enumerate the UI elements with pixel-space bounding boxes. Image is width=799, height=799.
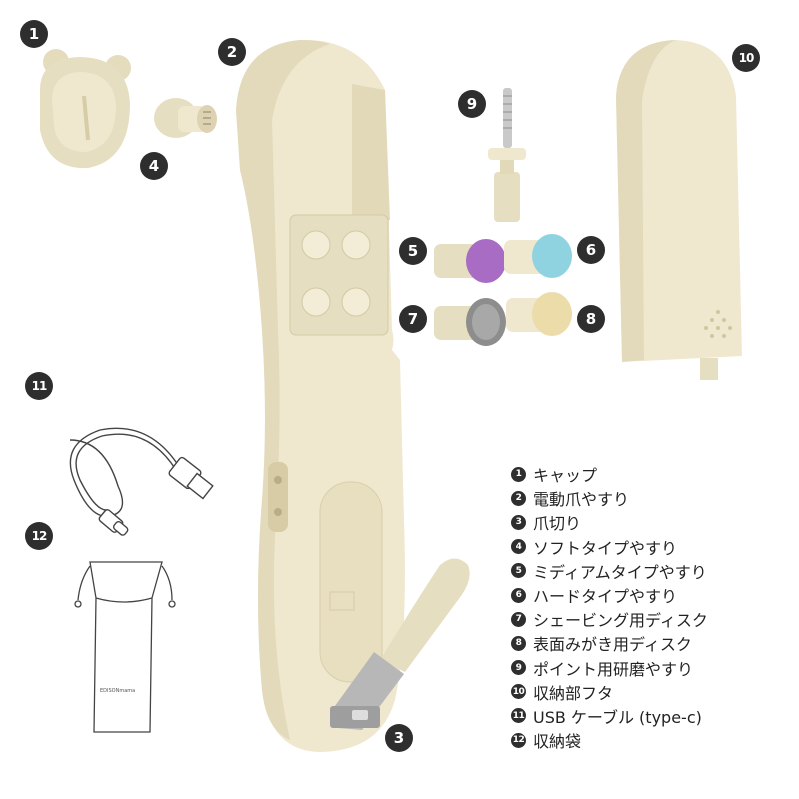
legend-label: シェービング用ディスク (533, 611, 708, 631)
legend-number: 6 (511, 587, 526, 603)
legend-label: ソフトタイプやすり (533, 538, 678, 558)
storage-lid (616, 40, 742, 380)
callout-12: 12 (25, 522, 53, 550)
callout-6: 6 (577, 236, 605, 264)
legend-item: 8 表面みがき用ディスク (511, 631, 708, 655)
legend-number: 10 (511, 684, 526, 700)
nail-clipper (330, 558, 470, 730)
usb-cable (69, 427, 214, 536)
callout-3: 3 (385, 724, 413, 752)
legend-label: 電動爪やすり (533, 490, 630, 510)
legend-label: ポイント用研磨やすり (533, 659, 694, 679)
legend-number: 3 (511, 514, 526, 530)
callout-4: 4 (140, 152, 168, 180)
callout-11: 11 (25, 372, 53, 400)
polish-disc (506, 292, 572, 336)
legend-item: 2 電動爪やすり (511, 486, 708, 510)
legend-number: 11 (511, 708, 526, 724)
legend-item: 5 ミディアムタイプやすり (511, 559, 708, 583)
legend-number: 12 (511, 732, 526, 748)
legend-label: 収納袋 (533, 732, 582, 752)
legend-label: 爪切り (533, 514, 582, 534)
legend-number: 9 (511, 660, 526, 676)
legend-label: 表面みがき用ディスク (533, 635, 692, 655)
legend-item: 6 ハードタイプやすり (511, 583, 708, 607)
callout-9: 9 (458, 90, 486, 118)
legend-item: 1 キャップ (511, 462, 708, 486)
callout-7: 7 (399, 305, 427, 333)
legend-label: USB ケーブル (type-c) (533, 707, 702, 727)
bear-cap (40, 49, 131, 169)
parts-legend: 1 キャップ 2 電動爪やすり 3 爪切り 4 ソフトタイプやすり 5 ミディアムタイプや… (511, 462, 708, 752)
legend-item: 10 収納部フタ (511, 680, 708, 704)
storage-pouch (74, 561, 176, 733)
legend-item: 3 爪切り (511, 510, 708, 534)
callout-1: 1 (20, 20, 48, 48)
electric-nail-file (236, 39, 405, 753)
shaving-disc (434, 298, 506, 346)
soft-file (154, 98, 217, 138)
legend-number: 4 (511, 539, 526, 555)
legend-number: 7 (511, 611, 526, 627)
hard-file (504, 234, 572, 278)
legend-label: 収納部フタ (533, 683, 614, 703)
callout-5: 5 (399, 237, 427, 265)
callout-8: 8 (577, 305, 605, 333)
legend-number: 2 (511, 490, 526, 506)
legend-number: 1 (511, 466, 526, 482)
legend-item: 12 収納袋 (511, 728, 708, 752)
legend-label: ハードタイプやすり (533, 587, 678, 607)
legend-number: 8 (511, 635, 526, 651)
callout-10: 10 (732, 44, 760, 72)
legend-item: 11 USB ケーブル (type-c) (511, 704, 708, 728)
callout-2: 2 (218, 38, 246, 66)
legend-label: ミディアムタイプやすり (533, 562, 707, 582)
medium-file (434, 239, 506, 283)
legend-item: 9 ポイント用研磨やすり (511, 656, 708, 680)
legend-number: 5 (511, 563, 526, 579)
legend-label: キャップ (533, 466, 598, 486)
pouch-brand-label: EDISONmama (100, 688, 135, 694)
legend-item: 4 ソフトタイプやすり (511, 535, 708, 559)
legend-item: 7 シェービング用ディスク (511, 607, 708, 631)
point-grinding-bit (488, 88, 526, 222)
